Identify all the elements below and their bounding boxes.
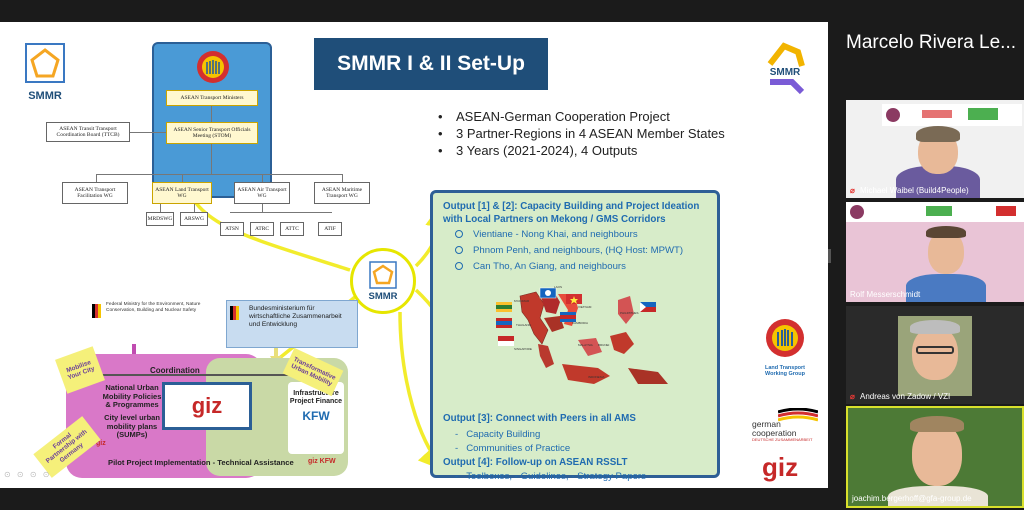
bullet-circle-icon [455,246,463,255]
map-label-indonesia: INDONESIA [588,375,605,379]
bullet-circle-icon [455,230,463,239]
map-label-laos: LAOS [554,285,562,289]
virtual-background-banner [882,104,1022,126]
pilot-implementation-label: Pilot Project Implementation - Technical… [108,458,294,467]
svg-text:SMMR: SMMR [770,67,801,78]
giz-mini-logo: giz [96,440,106,447]
corridor-item: Vientiane - Nong Khai, and neighbours [455,229,638,240]
org-subgroup: ATRC [250,222,274,236]
participant-name-label: ⌀Andreas von Zadow / VZI [850,391,951,401]
org-air-transport-wg: ASEAN Air Transport WG [234,182,290,204]
org-subgroup: ATTC [280,222,304,236]
asean-emblem-icon [197,51,229,83]
southeast-asia-map: LAOS MYANMAR VIETNAM THAILAND CAMBODIA P… [496,285,668,384]
active-speaker-tile[interactable]: joachim.bergerhoff@gfa-group.de [846,406,1024,508]
land-transport-wg-logo: Land Transport Working Group [760,318,810,388]
giz-box: giz [162,382,252,430]
smmr-logo: SMMR [18,42,72,102]
map-label-vietnam: VIETNAM [578,305,592,309]
coordination-divider [100,374,340,376]
org-subgroup: MRDSWG [146,212,174,226]
german-eagle-icon [92,304,101,318]
corridor-item: Can Tho, An Giang, and neighbours [455,261,626,272]
smmr-colored-icon: SMMR [767,42,805,95]
output3-item: - Capacity Building [455,429,541,440]
org-chart-highlight [152,42,272,198]
shared-presentation-slide: SMMR SMMR SMMR I & II Set-Up ASEAN-Germa… [0,22,828,488]
map-label-thailand: THAILAND [516,323,532,327]
org-stom: ASEAN Senior Transport Officials Meeting… [166,122,258,144]
german-flag-wave-icon [778,408,818,422]
map-label-myanmar: MYANMAR [514,299,530,303]
bullet-circle-icon [455,262,463,271]
output4-heading: Output [4]: Follow-up on ASEAN RSSLT [443,457,628,468]
bullet-item: 3 Partner-Regions in 4 ASEAN Member Stat… [436,125,766,142]
smmr-logo-label: SMMR [28,90,62,102]
corridor-item: Phnom Penh, and neighbours, (HQ Host: MP… [455,245,683,256]
bullet-item: ASEAN-German Cooperation Project [436,108,766,125]
panel-resize-handle[interactable] [828,249,831,263]
org-subgroup: ATIF [318,222,342,236]
key-facts-list: ASEAN-German Cooperation Project 3 Partn… [436,108,766,159]
smmr-center-label: SMMR [368,291,398,302]
org-transport-facilitation-wg: ASEAN Transport Facilitation WG [62,182,128,204]
participant-name-label: ⌀Michael Waibel (Build4People) [850,185,969,195]
coordination-label: Coordination [150,366,200,375]
bmz-ministry: Bundesministerium für wirtschaftliche Zu… [226,300,358,348]
map-label-philippines: PHILIPPINES [620,311,639,315]
federal-ministry-environment: Federal Ministry for the Environment, Na… [106,302,201,313]
giz-logo: giz [762,452,799,482]
mic-muted-icon: ⌀ [850,185,855,195]
giz-kfw-mini-logo: giz KFW [308,458,336,465]
map-label-brunei: BRUNEI [598,343,610,347]
output4-items: - Toolboxes, - Guidelines, - Strategy Pa… [455,471,646,482]
sumps-label: City level urban mobility plans (SUMPs) [104,413,160,440]
asean-emblem-icon [766,319,804,357]
kfw-finance-box: Infrastructure Project Finance KFW [288,382,344,454]
participant-name-label: Rolf Messerschmidt [850,290,921,299]
org-land-transport-wg: ASEAN Land Transport WG [152,182,212,204]
smmr-pentagon-icon [369,261,397,289]
german-cooperation-logo: german cooperation DEUTSCHE ZUSAMMENARBE… [752,408,818,448]
output3-item: - Communities of Practice [455,443,571,454]
active-speaker-name: Marcelo Rivera Le... [846,32,1017,53]
participant-video [898,316,972,396]
map-label-cambodia: CAMBODIA [572,321,588,325]
smmr-pentagon-icon [25,43,65,83]
smmr-logo-right: SMMR [762,42,808,98]
participant-tile[interactable]: Rolf Messerschmidt [846,202,1024,302]
org-subgroup: ARSWG [180,212,208,226]
slide-title: SMMR I & II Set-Up [314,38,548,90]
asean-org-chart: ASEAN Transport Ministers ASEAN Senior T… [0,22,380,242]
participant-name-label: joachim.bergerhoff@gfa-group.de [852,494,972,503]
org-ttcb: ASEAN Transit Transport Coordination Boa… [46,122,130,142]
output12-heading: Output [1] & [2]: Capacity Building and … [443,201,700,225]
output3-heading: Output [3]: Connect with Peers in all AM… [443,413,636,424]
map-label-singapore: SINGAPORE [514,347,532,351]
slide-nav-icons[interactable]: ⊙ ⊙ ⊙ ⊙ [4,470,52,479]
national-policies-label: National Urban Mobility Policies & Progr… [102,383,162,410]
participant-tile[interactable]: ⌀Michael Waibel (Build4People) [846,100,1024,198]
outputs-panel: Output [1] & [2]: Capacity Building and … [430,190,720,482]
org-subgroup: ATSN [220,222,244,236]
smmr-center-node: SMMR [350,248,416,314]
virtual-background-banner [846,202,1024,222]
participant-tile[interactable]: ⌀Andreas von Zadow / VZI [846,306,1024,404]
org-ministers: ASEAN Transport Ministers [166,90,258,106]
german-eagle-icon [230,306,239,320]
map-label-malaysia: MALAYSIA [578,343,593,347]
bullet-item: 3 Years (2021-2024), 4 Outputs [436,142,766,159]
mic-muted-icon: ⌀ [850,391,855,401]
org-maritime-transport-wg: ASEAN Maritime Transport WG [314,182,370,204]
